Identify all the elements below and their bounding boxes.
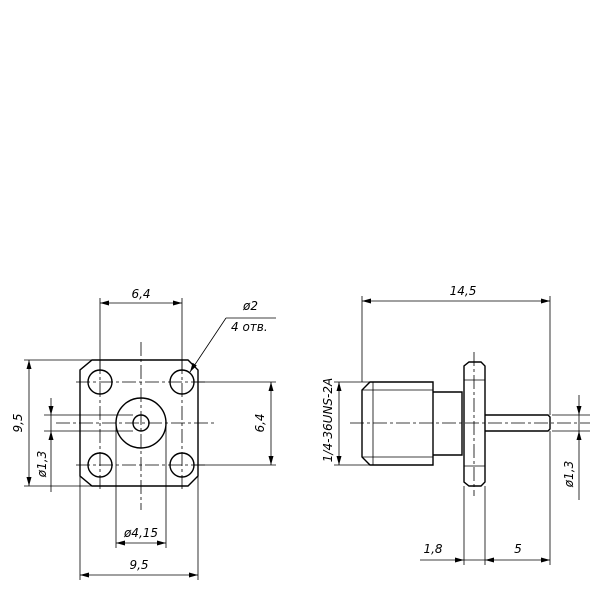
dim-hole-spacing-top: 6,4 xyxy=(131,287,150,301)
dim-pin-diameter-front: ø1,3 xyxy=(35,451,49,478)
dim-dielectric-diameter: ø4,15 xyxy=(123,526,158,540)
dim-hole-diameter: ø2 xyxy=(242,299,258,313)
dim-hole-spacing-right: 6,4 xyxy=(253,413,267,432)
dim-flange-thickness: 1,8 xyxy=(423,542,442,556)
front-view: 6,4 ø2 4 отв. 9,5 ø1,3 6,4 ø4,1 xyxy=(11,287,276,580)
dim-pin-diameter-side: ø1,3 xyxy=(562,461,576,488)
dim-flange-height: 9,5 xyxy=(11,413,25,432)
dim-flange-width: 9,5 xyxy=(129,558,148,572)
dim-overall-length: 14,5 xyxy=(450,284,477,298)
dim-hole-count: 4 отв. xyxy=(231,320,268,334)
flange-side xyxy=(463,361,486,487)
side-view: 14,5 1/4-36UNS-2A ø1,3 1,8 5 xyxy=(321,284,590,565)
dim-pin-length: 5 xyxy=(514,542,522,556)
pin-side xyxy=(485,414,551,432)
dim-thread: 1/4-36UNS-2A xyxy=(321,378,335,462)
flange-outline xyxy=(79,359,199,487)
neck xyxy=(433,391,463,456)
